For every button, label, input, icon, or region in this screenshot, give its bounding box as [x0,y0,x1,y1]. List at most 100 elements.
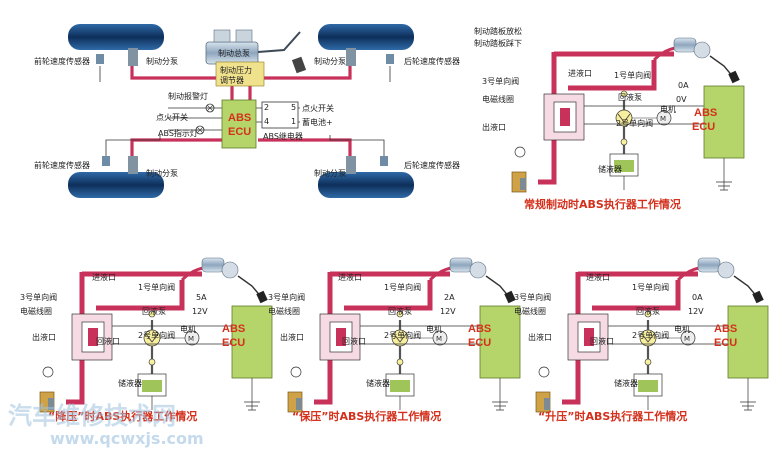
label-pump-left-bottom: 制动分泵 [146,168,178,178]
label-pump-right-bottom: 制动分泵 [314,168,346,178]
pressure-regulator [215,61,265,87]
ecu-label-1: ABS [694,107,717,119]
relay-pin-5: 5 [291,103,296,112]
panel-pressure-increase: 进液口 3号单向阀 电磁线圈 出液口 1号单向阀 回液泵 2号单向阀 电机 回液… [514,258,768,423]
ecu-box-top [221,99,257,149]
label-motor: 电机 [180,324,196,334]
label-motor: 电机 [426,324,442,334]
front-right-tire [318,24,414,50]
label-outlet: 出液口 [482,122,506,132]
label-front-sensor-left: 前轮速度传感器 [34,56,90,66]
front-left-tire [68,24,164,50]
label-voltage: 12V [440,307,456,316]
label-valve2: 2号单向阀 [138,330,175,340]
label-valve2: 2号单向阀 [632,330,669,340]
label-valve1: 1号单向阀 [614,70,651,80]
front-right-sensor [386,54,394,64]
label-regulator-2: 调节器 [220,76,244,85]
ecu-label-2: ECU [222,337,245,349]
relay-pin-1: 1 [291,117,296,126]
label-pump-left-top: 制动分泵 [146,56,178,66]
label-return-port: 回液口 [590,336,614,346]
ecu-label-2: ECU [714,337,737,349]
label-return-pump: 回液泵 [618,92,642,102]
relay-pin-2: 2 [264,103,269,112]
label-valve3: 3号单向阀 [268,292,305,302]
panel-caption: “升压”时ABS执行器工作情况 [538,409,687,423]
panel-pressure-hold: 进液口 3号单向阀 电磁线圈 出液口 1号单向阀 回液泵 2号单向阀 电机 回液… [268,258,520,423]
ecu-label-2: ECU [692,121,715,133]
relay-pin-4: 4 [264,117,269,126]
panel-normal-braking: 制动踏板放松 制动踏板踩下 进液口 3号单向阀 电磁线圈 出液口 1号单向阀 回… [474,26,744,211]
label-reservoir: 储液器 [366,378,390,388]
label-inlet: 进液口 [338,272,362,282]
label-rear-sensor-right-bottom: 后轮速度传感器 [404,160,460,170]
label-inlet: 进液口 [568,68,592,78]
label-return-pump: 回液泵 [142,306,166,316]
ecu-label-top-2: ECU [228,126,251,138]
label-valve3: 3号单向阀 [482,76,519,86]
rear-right-tire [318,172,414,198]
label-outlet: 出液口 [32,332,56,342]
label-valve1: 1号单向阀 [138,282,175,292]
label-abs-lamp: ABS指示灯 [158,128,198,138]
label-ign-switch-left: 点火开关 [156,112,188,122]
panel-pressure-reduce: 进液口 3号单向阀 电磁线圈 出液口 1号单向阀 回液泵 2号单向阀 电机 回液… [20,258,272,423]
label-current: 5A [196,293,207,302]
label-pedal-press: 制动踏板踩下 [474,38,522,48]
label-regulator-1: 制动压力 [220,65,252,75]
label-relay: ABS继电器 [263,131,303,141]
label-outlet: 出液口 [280,332,304,342]
rear-left-sensor [102,156,110,166]
label-valve1: 1号单向阀 [632,282,669,292]
system-overview: 前轮速度传感器 制动分泵 制动总泵 制动压力 调节器 制动分泵 后轮速度传感器 … [34,24,460,198]
panel-caption: 常规制动时ABS执行器工作情况 [524,197,681,211]
label-pedal-release: 制动踏板放松 [474,26,522,36]
label-coil: 电磁线圈 [482,94,514,104]
abs-relay [261,101,299,129]
panel-caption: “保压”时ABS执行器工作情况 [292,409,441,423]
label-front-sensor-left-bottom: 前轮速度传感器 [34,160,90,170]
label-return-port: 回液口 [342,336,366,346]
label-pump-right-top: 制动分泵 [314,56,346,66]
ecu-label-top-1: ABS [228,112,251,124]
label-voltage: 0V [676,95,687,104]
watermark-title: 汽车维修技术网 [8,402,176,430]
label-ign-switch-right: 点火开关 [302,103,334,113]
label-valve3: 3号单向阀 [514,292,551,302]
ecu-label-1: ABS [714,323,737,335]
label-outlet: 出液口 [528,332,552,342]
watermark-url: www.qcwxjs.com [50,429,204,448]
label-current: 0A [678,81,689,90]
label-coil: 电磁线圈 [268,306,300,316]
label-valve1: 1号单向阀 [384,282,421,292]
ecu-label-1: ABS [222,323,245,335]
label-motor: 电机 [660,104,676,114]
label-valve3: 3号单向阀 [20,292,57,302]
rear-right-sensor [380,156,388,166]
warning-lamp-icon [205,103,215,113]
ecu-label-1: ABS [468,323,491,335]
label-voltage: 12V [192,307,208,316]
label-warning-lamp: 制动报警灯 [168,91,208,101]
label-rear-sensor-right-top: 后轮速度传感器 [404,56,460,66]
label-voltage: 12V [688,307,704,316]
label-current: 0A [692,293,703,302]
label-reservoir: 储液器 [598,164,622,174]
label-reservoir: 储液器 [614,378,638,388]
label-return-pump: 回液泵 [388,306,412,316]
abs-lamp-icon [195,125,205,135]
rear-left-tire [68,172,164,198]
label-battery: 蓄电池+ [302,117,333,127]
label-return-port: 回液口 [96,336,120,346]
ecu-label-2: ECU [468,337,491,349]
label-valve2: 2号单向阀 [384,330,421,340]
label-coil: 电磁线圈 [20,306,52,316]
front-left-sensor [96,54,104,64]
label-valve2: 2号单向阀 [616,118,653,128]
label-inlet: 进液口 [586,272,610,282]
label-coil: 电磁线圈 [514,306,546,316]
label-master-cylinder: 制动总泵 [218,48,250,58]
